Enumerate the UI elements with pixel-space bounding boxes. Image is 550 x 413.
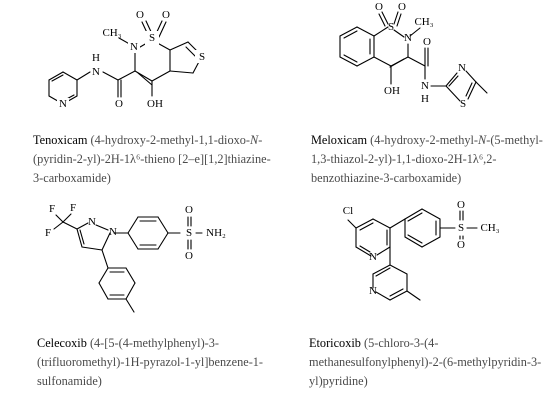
meloxicam-n-thiazole: N [458,62,466,74]
meloxicam-n-amide: N [421,80,429,92]
celecoxib-caption: Celecoxib (4-[5-(4-methylphenyl)-3- (tri… [37,334,277,391]
meloxicam-methyl: CH₃ [414,16,433,28]
etoricoxib-s-atom: S [458,222,464,234]
etoricoxib-n-atom-2: N [369,285,377,297]
etoricoxib-caption: Etoricoxib (5-chloro-3-(4- methanesulfon… [309,334,549,391]
tenoxicam-s-thiophene: S [199,51,205,63]
meloxicam-caption: Meloxicam (4-hydroxy-2-methyl-N-(5-methy… [311,131,549,188]
tenoxicam-o-atom-b: O [162,9,170,21]
celecoxib-f-atom-3: F [45,227,51,239]
celecoxib-n-atom-1: N [88,216,96,228]
celecoxib-o-atom-1: O [185,204,193,216]
etoricoxib-so2-extra [459,235,464,240]
meloxicam-desc-line3: benzothiazine-3-carboxamide) [311,171,462,185]
etoricoxib-n-atom-1: N [369,251,377,263]
tenoxicam-n-ring: N [130,41,138,53]
meloxicam-s-thiazole: S [460,98,466,110]
etoricoxib-o-atom-2: O [457,239,465,251]
meloxicam-o-atom-b: O [398,1,406,13]
etoricoxib-desc-line3: yl)pyridine) [309,374,368,388]
tenoxicam-n-amide: N [92,66,100,78]
celecoxib-desc-line2: (trifluoromethyl)-1H-pyrazol-1-yl]benzen… [37,355,264,369]
celecoxib-f-atom-2: F [70,202,76,214]
tenoxicam-name: Tenoxicam [33,133,88,147]
tenoxicam-methyl: CH₃ [102,27,121,39]
meloxicam-desc-line2: 1,3-thiazol-2-yl)-1,1-dioxo-2H-1λ⁶,2- [311,152,497,166]
meloxicam-h-amide: H [421,93,429,105]
etoricoxib-cl-atom: Cl [343,205,353,217]
meloxicam-structure: O O S N CH₃ O OH N H N S [339,1,488,110]
tenoxicam-o-atom-a: O [136,9,144,21]
celecoxib-desc-line1: (4-[5-(4-methylphenyl)-3- [89,336,220,350]
tenoxicam-desc-italic-n: N [250,133,259,147]
meloxicam-desc-line1a: (4-hydroxy-2-methyl- [370,133,479,147]
meloxicam-o-atom-a: O [375,1,383,13]
tenoxicam-caption: Tenoxicam (4-hydroxy-2-methyl-1,1-dioxo-… [33,131,278,188]
etoricoxib-desc-line1: (5-chloro-3-(4- [364,336,439,350]
etoricoxib-o-atom-1: O [457,199,465,211]
tenoxicam-structure: S O O N CH₃ N H O OH S N [48,9,208,110]
tenoxicam-h-amide: H [92,52,100,64]
etoricoxib-structure: Cl N N S O O CH₃ [343,199,500,301]
etoricoxib-methyl: CH₃ [480,222,499,234]
celecoxib-n-atom-2: N [109,226,117,238]
etoricoxib-desc-line2: methanesulfonylphenyl)-2-(6-methylpyridi… [309,355,542,369]
meloxicam-oh: OH [384,85,400,97]
meloxicam-n-ring: N [404,32,412,44]
tenoxicam-desc-line3: 3-carboxamide) [33,171,111,185]
tenoxicam-s-atom: S [149,32,155,44]
tenoxicam-n-pyridine: N [59,98,67,110]
celecoxib-o-atom-2: O [185,250,193,262]
meloxicam-desc-italic-n: N [478,133,487,147]
celecoxib-desc-line3: sulfonamide) [37,374,102,388]
celecoxib-structure: F F F N N S O O NH₂ [45,202,226,313]
celecoxib-nh2: NH₂ [206,227,226,239]
meloxicam-s-atom: S [388,21,394,33]
meloxicam-desc-line1b: -(5-methyl- [486,133,543,147]
tenoxicam-o-carbonyl: O [115,98,123,110]
tenoxicam-oh: OH [147,98,163,110]
tenoxicam-desc-line2: (pyridin-2-yl)-2H-1λ⁶-thieno [2–e][1,2]t… [33,152,271,166]
meloxicam-name: Meloxicam [311,133,368,147]
celecoxib-s-atom: S [186,227,192,239]
celecoxib-name: Celecoxib [37,336,87,350]
tenoxicam-desc-line1: (4-hydroxy-2-methyl-1,1-dioxo- [90,133,251,147]
meloxicam-o-carbonyl: O [423,36,431,48]
etoricoxib-name: Etoricoxib [309,336,361,350]
tenoxicam-desc-line1-tail: - [258,133,263,147]
celecoxib-f-atom-1: F [49,203,55,215]
